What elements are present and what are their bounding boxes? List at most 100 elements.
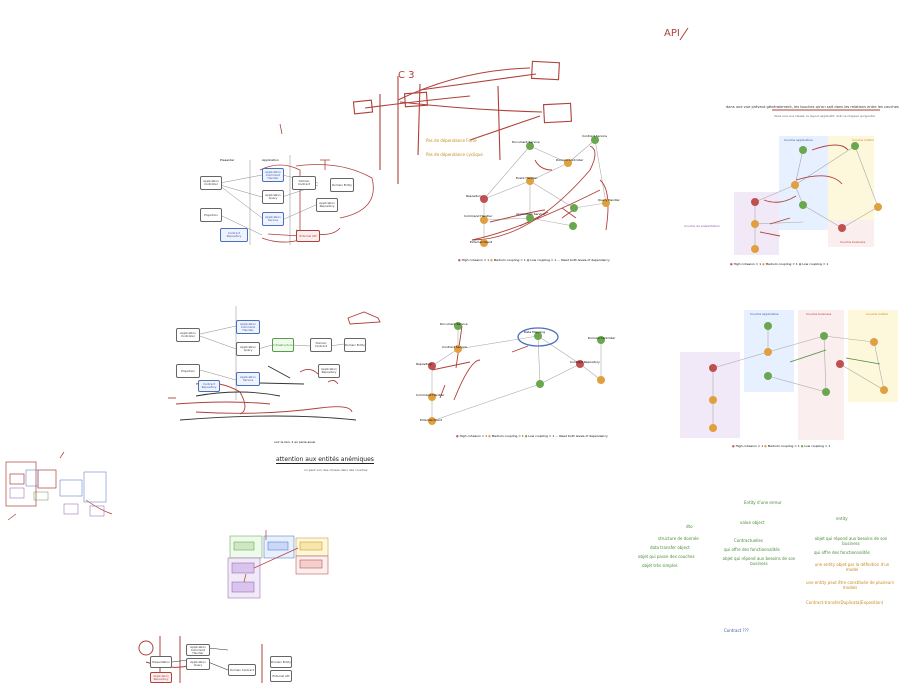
node-g1-2-label: Contract Service	[582, 134, 607, 138]
zone-metier-2	[848, 310, 898, 402]
box-mid-query[interactable]: Application Query	[236, 342, 260, 356]
node-r2-10[interactable]	[709, 396, 717, 404]
attention-note: on peut voir des choses dans des couches	[304, 468, 368, 472]
node-g1-7[interactable]	[602, 199, 610, 207]
node-r2-6[interactable]	[836, 360, 844, 368]
box-bl-6[interactable]: Domain Entity	[270, 656, 292, 668]
node-r2-5[interactable]	[709, 364, 717, 372]
node-r1-6[interactable]	[874, 203, 882, 211]
box-bl-7[interactable]: External API	[270, 670, 292, 682]
node-g2-1-label: Document Service	[440, 322, 468, 326]
box-app-service[interactable]: Application Service	[262, 212, 284, 226]
node-g1-4[interactable]	[526, 177, 534, 185]
node-g2-1[interactable]	[454, 322, 462, 330]
node-g2-6[interactable]	[576, 360, 584, 368]
box-bl-5[interactable]: Domain Contract	[228, 664, 256, 676]
node-g1-10[interactable]	[569, 222, 577, 230]
box-app-controller-1[interactable]: Application Controller	[200, 176, 222, 190]
box-mid-contract-repo[interactable]: Contract Repository	[198, 380, 220, 392]
label-couche-applicative-1: Couche applicative	[784, 138, 813, 142]
node-g1-5[interactable]	[480, 195, 488, 203]
node-r2-3[interactable]	[820, 332, 828, 340]
box-bl-3[interactable]: Application Query	[186, 658, 210, 670]
box-mid-command[interactable]: Application Command Handler	[236, 320, 260, 334]
node-r2-8[interactable]	[822, 388, 830, 396]
node-g2-3[interactable]	[534, 332, 542, 340]
box-app-command[interactable]: Application Command Handler	[262, 168, 284, 182]
node-g2-10[interactable]	[428, 417, 436, 425]
node-g2-7[interactable]	[536, 380, 544, 388]
box-bl-4[interactable]: Application Repository	[150, 672, 172, 683]
node-g2-4[interactable]	[597, 336, 605, 344]
node-g1-1[interactable]	[526, 142, 534, 150]
center-graph-1-redmarks	[471, 145, 609, 241]
box-domain-entity[interactable]: Domain Entity	[330, 178, 354, 192]
node-r2-9[interactable]	[880, 386, 888, 394]
left-mid-diagram-redmarks	[168, 311, 381, 415]
dto-4: objet très simples	[642, 563, 678, 568]
node-g2-10-label: External Client	[420, 418, 443, 422]
node-r1-4[interactable]	[751, 198, 759, 206]
node-g2-9[interactable]	[428, 393, 436, 401]
zone-metier-1	[828, 136, 874, 221]
node-g1-11[interactable]	[480, 239, 488, 247]
node-r1-9[interactable]	[751, 245, 759, 253]
node-r2-1[interactable]	[764, 322, 772, 330]
box-mid-app-controller[interactable]: Application Controller	[176, 328, 200, 342]
node-r1-8[interactable]	[838, 224, 846, 232]
dto-2: data transfer object	[650, 545, 690, 550]
en-3: une entity objet par la définition d'un …	[814, 562, 890, 572]
box-domain-contract[interactable]: Domain Contract	[292, 176, 316, 190]
node-g2-5[interactable]	[428, 362, 436, 370]
node-g1-9-label: Application Service	[516, 212, 545, 216]
en-1: objet qui répond aux besoins de son busi…	[814, 536, 888, 546]
zone-business-2	[798, 310, 844, 440]
label-couche-business-2: Couche business	[806, 312, 832, 316]
node-r1-2[interactable]	[851, 142, 859, 150]
box-bl-1[interactable]: Presentation	[150, 656, 172, 668]
dto-3: objet qui passe des couches	[638, 554, 695, 559]
box-external-api[interactable]: External API	[296, 230, 320, 242]
bottom-left-sketch-purple	[9, 487, 105, 517]
node-r2-4[interactable]	[870, 338, 878, 346]
box-mid-domain[interactable]: Domain Contract	[310, 338, 332, 352]
node-r1-3[interactable]	[791, 181, 799, 189]
right-subheader: dans une vue ideale, le layout applicati…	[774, 114, 876, 118]
node-g1-9[interactable]	[526, 214, 534, 222]
node-g1-6[interactable]	[570, 204, 578, 212]
node-g2-2[interactable]	[454, 345, 462, 353]
en-4: une entity peut être constituée de plusi…	[806, 580, 894, 590]
node-r1-5[interactable]	[799, 201, 807, 209]
box-app-repo[interactable]: Application Repository	[316, 198, 338, 212]
vo-1: Contractuelles	[734, 538, 763, 543]
box-mid-service[interactable]: Application Service	[236, 372, 260, 386]
node-g1-2[interactable]	[591, 136, 599, 144]
right-header: dans une vue prévaut généralement, les t…	[726, 105, 899, 109]
node-r1-1[interactable]	[799, 146, 807, 154]
box-bl-2[interactable]: Application Command Handler	[186, 644, 210, 656]
box-contract-repo[interactable]: Contract Repository	[220, 228, 248, 242]
node-r1-7[interactable]	[751, 220, 759, 228]
bottom-left-diagram-edges	[171, 647, 229, 671]
box-mid-repo[interactable]: Application Repository	[318, 364, 340, 378]
box-projection[interactable]: Projection	[200, 208, 222, 222]
node-g1-11-label: External Client	[470, 240, 493, 244]
col-header-2: Application	[262, 158, 279, 162]
bottom-left-sketch-green	[33, 491, 49, 501]
box-app-query[interactable]: Application Query	[262, 190, 284, 204]
vo-3: objet qui répond aux besoins de son busi…	[722, 556, 796, 566]
node-g1-3[interactable]	[564, 159, 572, 167]
box-mid-infra[interactable]: Infrastructure	[272, 338, 294, 352]
node-g1-8[interactable]	[480, 216, 488, 224]
api-title: API	[664, 28, 680, 39]
node-r2-11[interactable]	[709, 424, 717, 432]
node-r2-7[interactable]	[764, 372, 772, 380]
node-g2-8[interactable]	[597, 376, 605, 384]
node-r2-2[interactable]	[764, 348, 772, 356]
col-value-object: value object	[740, 520, 765, 525]
node-g2-6-label: Contract Repository	[570, 360, 600, 364]
box-mid-entity[interactable]: Domain Entity	[344, 338, 366, 352]
box-mid-projection[interactable]: Projection	[176, 364, 200, 378]
col-header-1: Presenter	[220, 158, 235, 162]
